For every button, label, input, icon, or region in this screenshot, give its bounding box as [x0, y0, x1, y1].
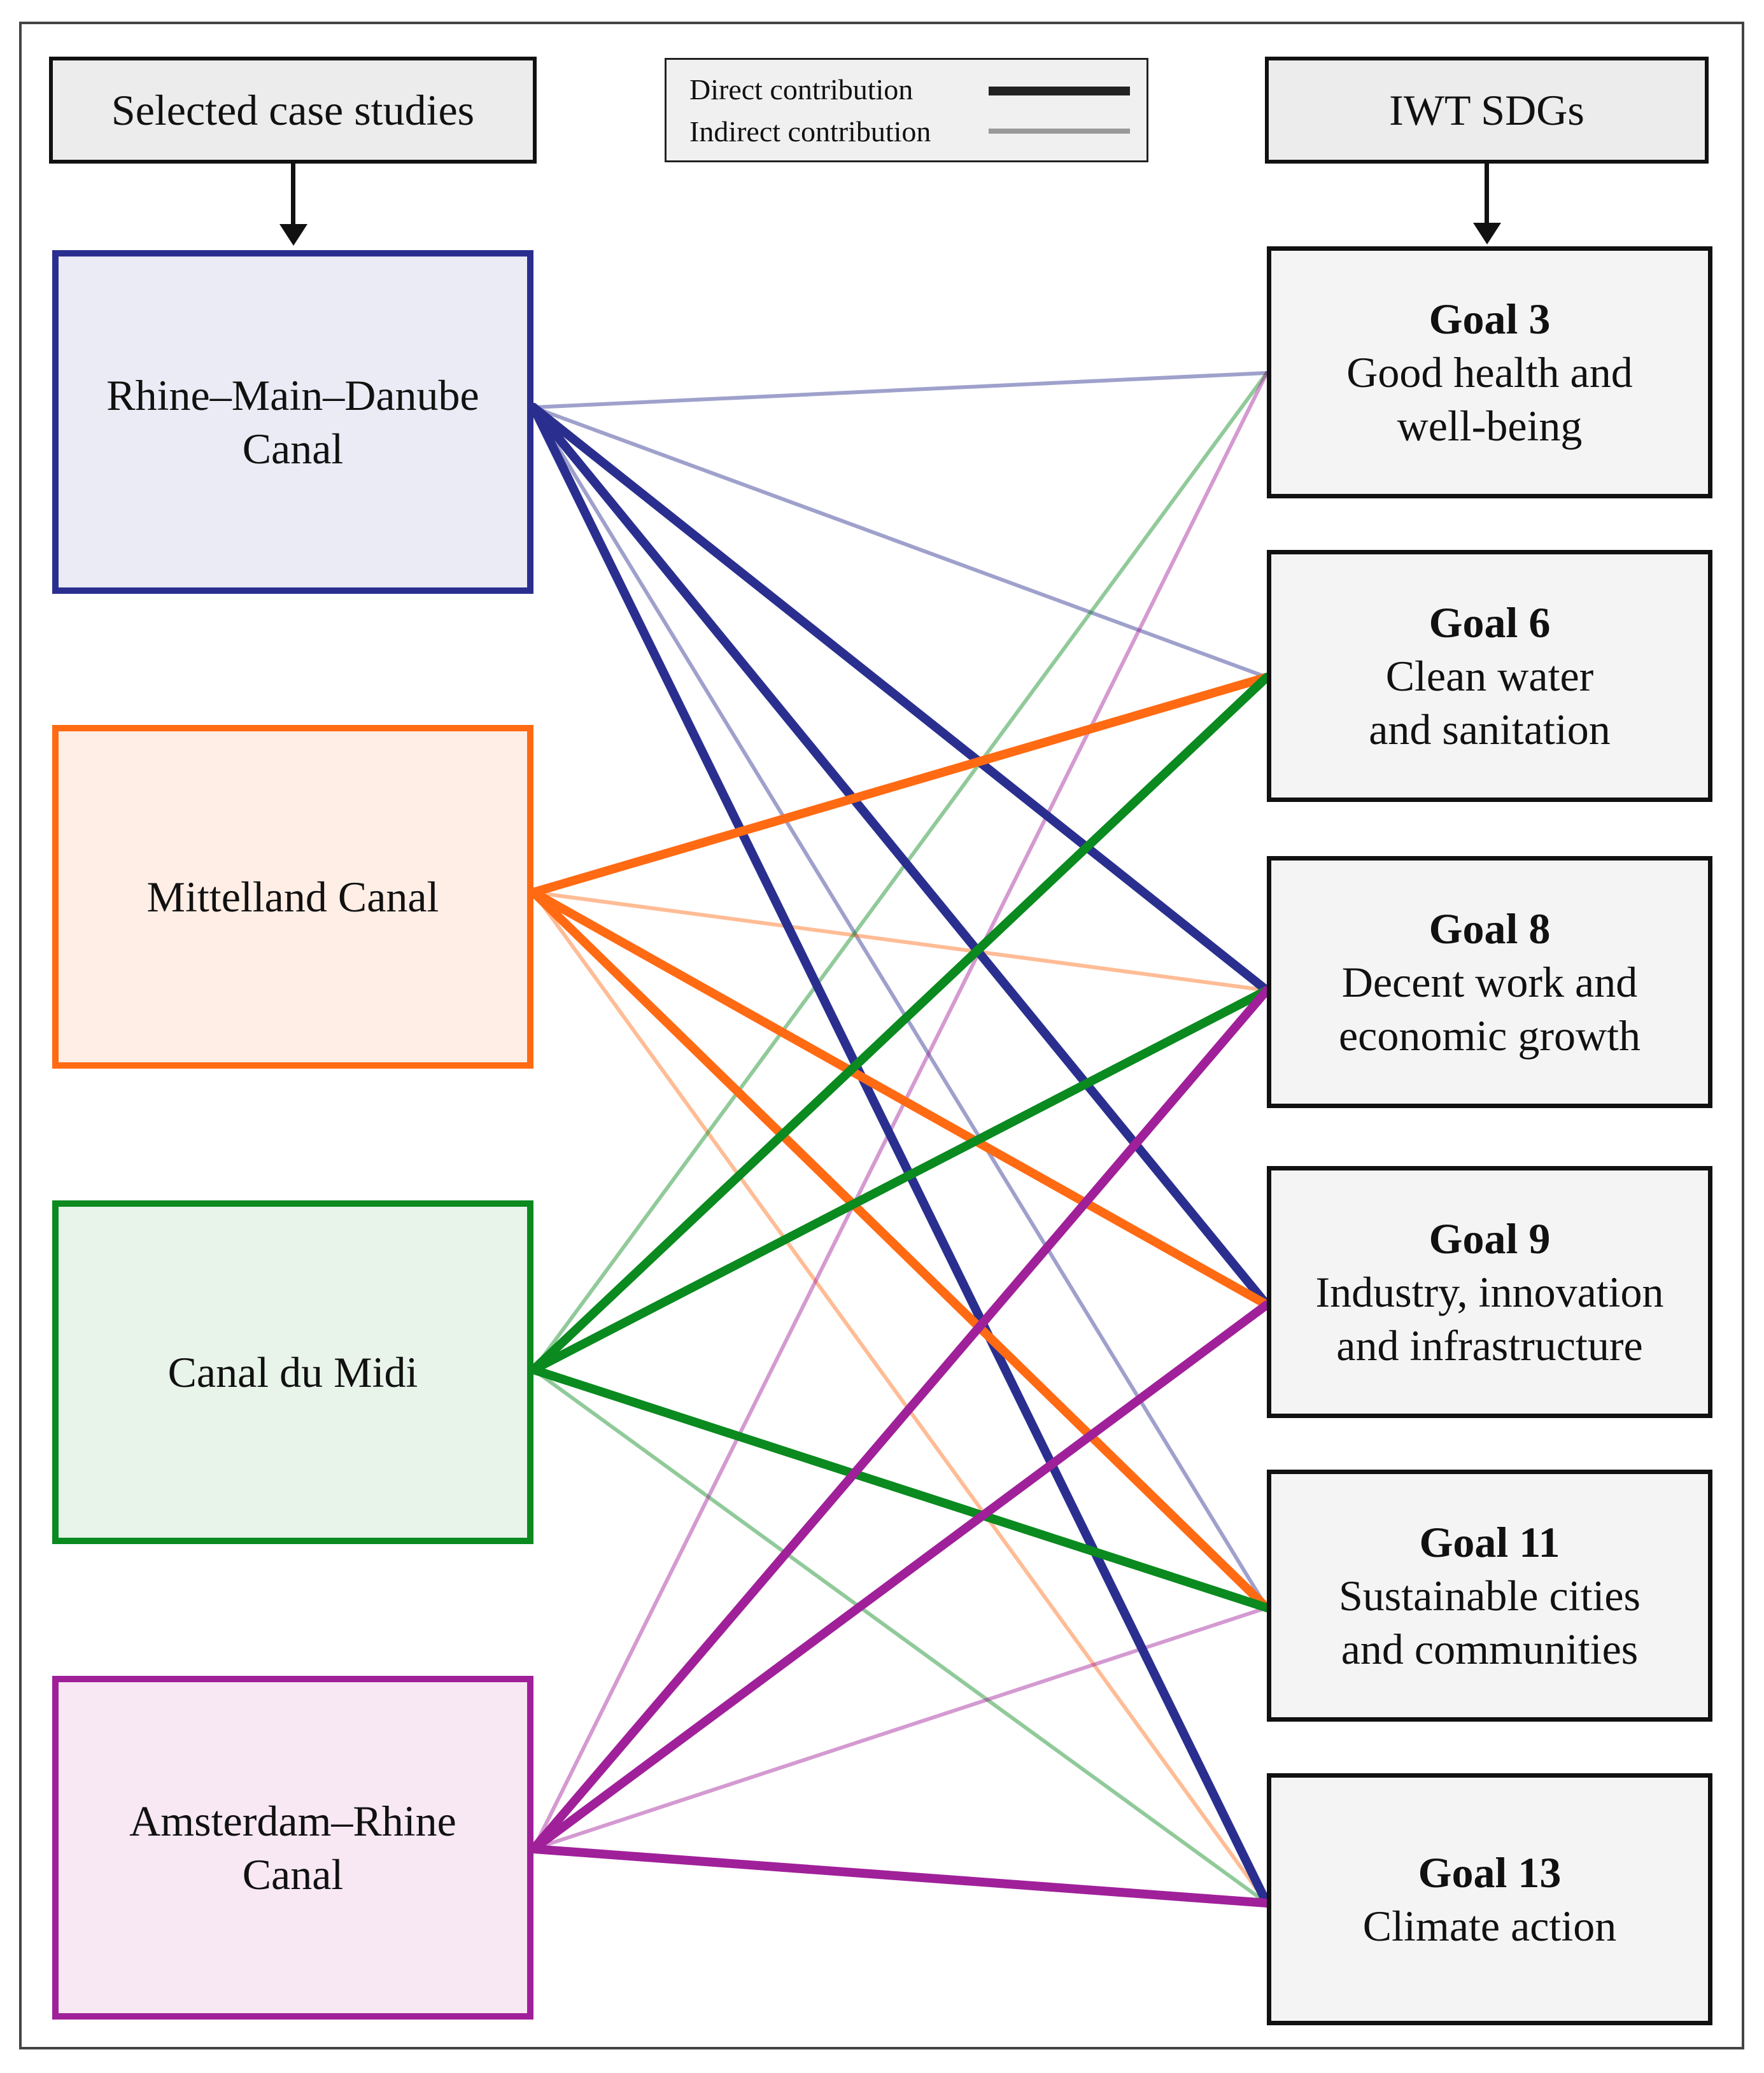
link-mit-g8-indirect — [532, 890, 1269, 992]
case-canal-du-midi: Canal du Midi — [52, 1200, 533, 1544]
goal-title: Goal 3 — [1429, 295, 1551, 343]
sdgs-header: IWT SDGs — [1265, 57, 1709, 164]
case-label-line1: Mittelland Canal — [146, 873, 439, 921]
goal-desc-line1: Sustainable cities — [1338, 1571, 1641, 1620]
link-mit-g9-direct — [529, 888, 1271, 1309]
link-rmd-g9-direct — [529, 403, 1271, 1309]
sdgs-header-label: IWT SDGs — [1389, 85, 1584, 134]
case-studies-header: Selected case studies — [49, 57, 537, 164]
link-mit-g11-direct — [529, 888, 1271, 1612]
link-arc-g8-direct — [529, 986, 1271, 1853]
goal-desc-line1: Good health and — [1346, 348, 1633, 397]
case-label-line2: Canal — [242, 425, 344, 473]
legend-indirect-label: Indirect contribution — [689, 115, 931, 148]
goal-desc-line1: Industry, innovation — [1315, 1268, 1664, 1316]
legend: Direct contribution Indirect contributio… — [665, 58, 1148, 162]
link-arc-g11-indirect — [532, 1606, 1269, 1851]
case-label-line1: Canal du Midi — [167, 1348, 418, 1396]
case-label-line2: Canal — [242, 1850, 344, 1899]
link-cdm-g6-direct — [529, 673, 1271, 1374]
link-rmd-g11-indirect — [532, 405, 1269, 1610]
goal-title: Goal 9 — [1429, 1214, 1551, 1263]
goal-desc-line2: and infrastructure — [1336, 1321, 1643, 1370]
goal-title: Goal 13 — [1418, 1848, 1562, 1897]
link-arc-g3-indirect — [532, 371, 1269, 1851]
legend-direct-swatch — [989, 87, 1130, 95]
goal-desc-line1: Climate action — [1362, 1902, 1617, 1950]
goal-9-box: Goal 9 Industry, innovation and infrastr… — [1267, 1166, 1712, 1418]
link-rmd-g6-indirect — [532, 405, 1269, 679]
goal-title: Goal 6 — [1429, 598, 1551, 647]
case-label-line1: Amsterdam–Rhine — [129, 1797, 456, 1845]
link-arc-g13-direct — [529, 1845, 1271, 1908]
goal-8-box: Goal 8 Decent work and economic growth — [1267, 856, 1712, 1108]
goal-3-box: Goal 3 Good health and well-being — [1267, 246, 1712, 498]
goal-desc-line2: well-being — [1397, 402, 1583, 450]
link-cdm-g11-direct — [529, 1365, 1271, 1612]
goal-desc-line1: Decent work and — [1341, 958, 1638, 1006]
goal-6-box: Goal 6 Clean water and sanitation — [1267, 550, 1712, 802]
legend-indirect-swatch — [989, 129, 1130, 134]
link-rmd-g3-indirect — [532, 371, 1269, 409]
goal-desc-line2: and communities — [1341, 1625, 1639, 1673]
sdgs-arrow-head — [1473, 223, 1501, 244]
goal-desc-line1: Clean water — [1385, 652, 1594, 700]
link-rmd-g8-direct — [529, 403, 1271, 995]
link-cdm-g8-direct — [529, 986, 1271, 1374]
goal-desc-line2: and sanitation — [1369, 705, 1611, 754]
goal-13-box: Goal 13 Climate action — [1267, 1773, 1712, 2025]
case-mittelland: Mittelland Canal — [52, 725, 533, 1069]
link-cdm-g13-indirect — [532, 1368, 1269, 1905]
case-label-line1: Rhine–Main–Danube — [106, 371, 479, 419]
case-amsterdam-rhine: Amsterdam–Rhine Canal — [52, 1676, 533, 2020]
goal-11-box: Goal 11 Sustainable cities and communiti… — [1267, 1470, 1712, 1722]
legend-direct-label: Direct contribution — [689, 73, 914, 106]
case-studies-arrow-head — [279, 224, 307, 246]
link-arc-g9-direct — [529, 1300, 1271, 1853]
link-rmd-g13-direct — [529, 403, 1271, 1908]
goal-desc-line2: economic growth — [1339, 1011, 1641, 1060]
link-mit-g13-indirect — [532, 890, 1269, 1905]
goal-title: Goal 8 — [1429, 904, 1551, 953]
sdgs-arrow-shaft — [1485, 164, 1489, 226]
case-rhine-main-danube: Rhine–Main–Danube Canal — [52, 250, 533, 594]
goal-title: Goal 11 — [1419, 1518, 1560, 1566]
case-studies-arrow-shaft — [291, 164, 295, 227]
link-mit-g6-direct — [529, 673, 1271, 897]
case-studies-header-label: Selected case studies — [111, 85, 475, 134]
link-cdm-g3-indirect — [532, 371, 1269, 1372]
